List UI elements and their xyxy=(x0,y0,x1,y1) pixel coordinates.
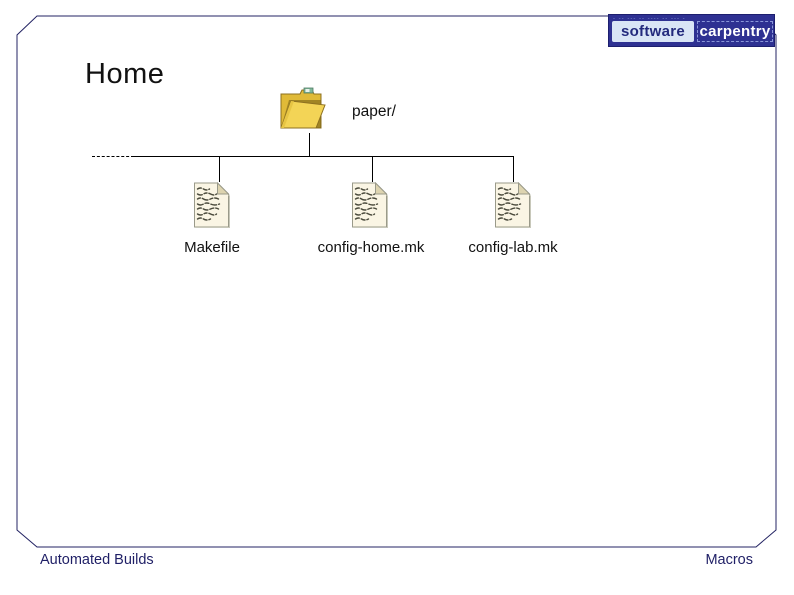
logo-decorative-text: -- - --- ---- --- -- xyxy=(613,39,672,45)
logo-decorative-text: - -- --- -- ---- -- --- - xyxy=(613,16,686,22)
tree-file-label: config-home.mk xyxy=(317,239,425,256)
tree-drop-line xyxy=(513,157,514,182)
tree-root-label: paper/ xyxy=(352,103,396,120)
folder-icon xyxy=(276,85,328,133)
software-carpentry-logo: - -- --- -- ---- -- --- - -- - --- ---- … xyxy=(608,14,775,47)
logo-software-box: software xyxy=(612,21,694,42)
logo-word-carpentry: carpentry xyxy=(699,23,771,40)
file-icon xyxy=(494,182,532,229)
file-icon xyxy=(351,182,389,229)
tree-horizontal-line xyxy=(134,156,514,157)
footer-topic-title: Macros xyxy=(705,552,753,568)
footer-lesson-title: Automated Builds xyxy=(40,552,154,568)
tree-drop-line xyxy=(219,157,220,182)
tree-stem-line xyxy=(309,133,310,156)
file-icon xyxy=(193,182,231,229)
page-title: Home xyxy=(85,58,165,90)
tree-file-label: config-lab.mk xyxy=(468,239,558,256)
tree-file-label: Makefile xyxy=(184,239,240,256)
tree-dashed-line xyxy=(92,156,134,157)
logo-word-software: software xyxy=(620,23,686,40)
tree-drop-line xyxy=(372,157,373,182)
logo-carpentry-box: carpentry xyxy=(697,21,773,42)
